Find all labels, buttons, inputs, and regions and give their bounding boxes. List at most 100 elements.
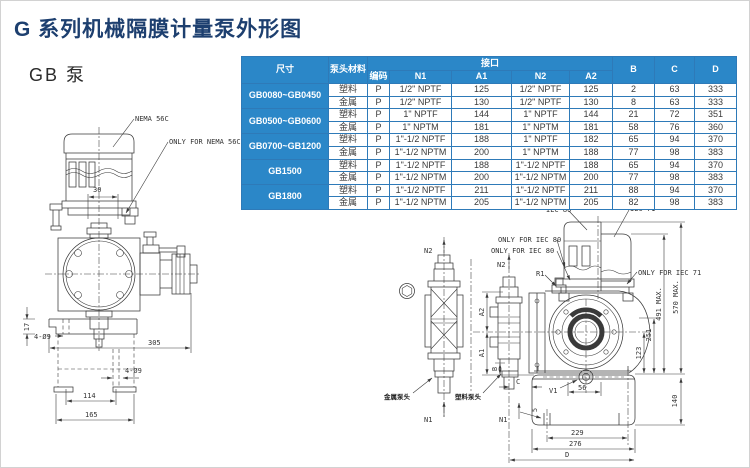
data-cell: 1"-1/2 NPTM [389,145,452,160]
data-cell: 21 [612,108,655,122]
data-cell: P [367,171,390,185]
col-header-code: 编码 [367,70,390,84]
data-cell: 1" NPTF [511,108,570,122]
metal-valve-assembly [399,254,464,394]
data-cell: 200 [569,171,613,185]
right-extensions [482,221,685,453]
data-cell: 金属 [328,171,368,185]
data-cell: P [367,145,390,160]
data-cell: 125 [451,83,512,97]
dim-114: 114 [83,392,96,400]
col-header-a1: A1 [451,70,512,84]
dim-5: 5 [531,408,539,412]
dim-305: 305 [148,339,161,347]
data-cell: 1"-1/2 NPTF [389,183,452,198]
data-cell: 1" NPTM [389,120,452,135]
motor-nema [63,133,135,201]
data-cell: 144 [451,108,512,122]
data-cell: 370 [694,133,737,147]
data-cell: 211 [451,183,512,198]
col-header-b: B [612,56,655,84]
size-range-cell: GB1500 [241,158,329,185]
metal-head-label: 金属泵头 [383,392,411,401]
data-cell: P [367,196,390,210]
iec71-leader [613,209,630,238]
dim-123: 123 [635,347,643,360]
data-cell: 塑料 [328,83,368,97]
dim-c: C [516,378,520,386]
only-iec80-label-a: ONLY FOR IEC 80 [498,236,561,244]
plug-end-icon [399,283,415,299]
data-cell: 98 [654,171,695,185]
centerlines-right [443,216,649,463]
data-cell: 181 [569,120,613,135]
data-cell: 370 [694,158,737,173]
data-cell: 1"-1/2 NPTF [511,158,570,173]
data-cell: 94 [654,183,695,198]
dim-56: 56 [578,384,586,392]
spec-table: 尺寸 泵头材料 接口 B C D 编码 N1 A1 N2 A2 GB0080~G… [241,56,737,210]
data-cell: 188 [451,133,512,147]
only-iec71-leader [626,271,638,285]
data-cell: 1/2" NPTF [511,95,570,110]
data-cell: 塑料 [328,108,368,122]
size-range-cell: GB0700~GB1200 [241,133,329,160]
data-cell: 65 [612,133,655,147]
col-header-n1: N1 [389,70,452,84]
data-cell: 211 [569,183,613,198]
data-cell: 82 [612,196,655,210]
data-cell: 94 [654,133,695,147]
data-cell: P [367,108,390,122]
data-cell: 125 [569,83,613,97]
data-cell: 1" NPTF [511,133,570,147]
data-cell: 65 [612,158,655,173]
data-cell: 1"-1/2 NPTM [389,171,452,185]
data-cell: 1" NPTM [511,120,570,135]
col-header-a2: A2 [569,70,613,84]
data-cell: 塑料 [328,158,368,173]
col-header-d: D [694,56,737,84]
holes-label-2: 4-Ø9 [125,367,142,375]
size-range-cell: GB0080~GB0450 [241,82,329,110]
only-iec80-label-b: ONLY FOR IEC 80 [491,247,554,255]
data-cell: 塑料 [328,183,368,198]
bleed-valve [142,231,186,258]
data-cell: 370 [694,183,737,198]
size-range-cell: GB0500~GB0600 [241,108,329,135]
size-range-cell: GB1800 [241,183,329,210]
dim-491: 491 MAX. [655,287,663,321]
data-cell: 98 [654,145,695,160]
page-title: G 系列机械隔膜计量泵外形图 [14,18,303,41]
stroke-knob [139,252,198,296]
dim-30: 30 [93,186,101,194]
dim-165: 165 [85,411,98,419]
data-cell: 1"-1/2 NPTM [389,196,452,210]
data-cell: 130 [451,95,512,110]
data-cell: 130 [569,95,613,110]
r1-leader [544,274,557,287]
dim-251: 251 [645,329,653,342]
data-cell: 181 [451,120,512,135]
data-cell: 383 [694,171,737,185]
iec80-label: IEC 80 [546,206,571,214]
holes-label-1: 4-Ø9 [34,333,51,341]
data-cell: 205 [569,196,613,210]
data-cell: 182 [569,133,613,147]
data-cell: 360 [694,120,737,135]
nema-label: NEMA 56C [135,115,169,123]
only-nema-leader [125,141,169,214]
data-cell: 383 [694,196,737,210]
left-diagram: NEMA 56C ONLY FOR NEMA 56C 30 17 4-Ø9 30… [23,115,241,424]
data-cell: 76 [654,120,695,135]
left-dimensions [23,194,192,424]
data-cell: 144 [569,108,613,122]
col-header-size: 尺寸 [241,56,329,84]
data-cell: 金属 [328,196,368,210]
r1-label: R1 [536,270,544,278]
